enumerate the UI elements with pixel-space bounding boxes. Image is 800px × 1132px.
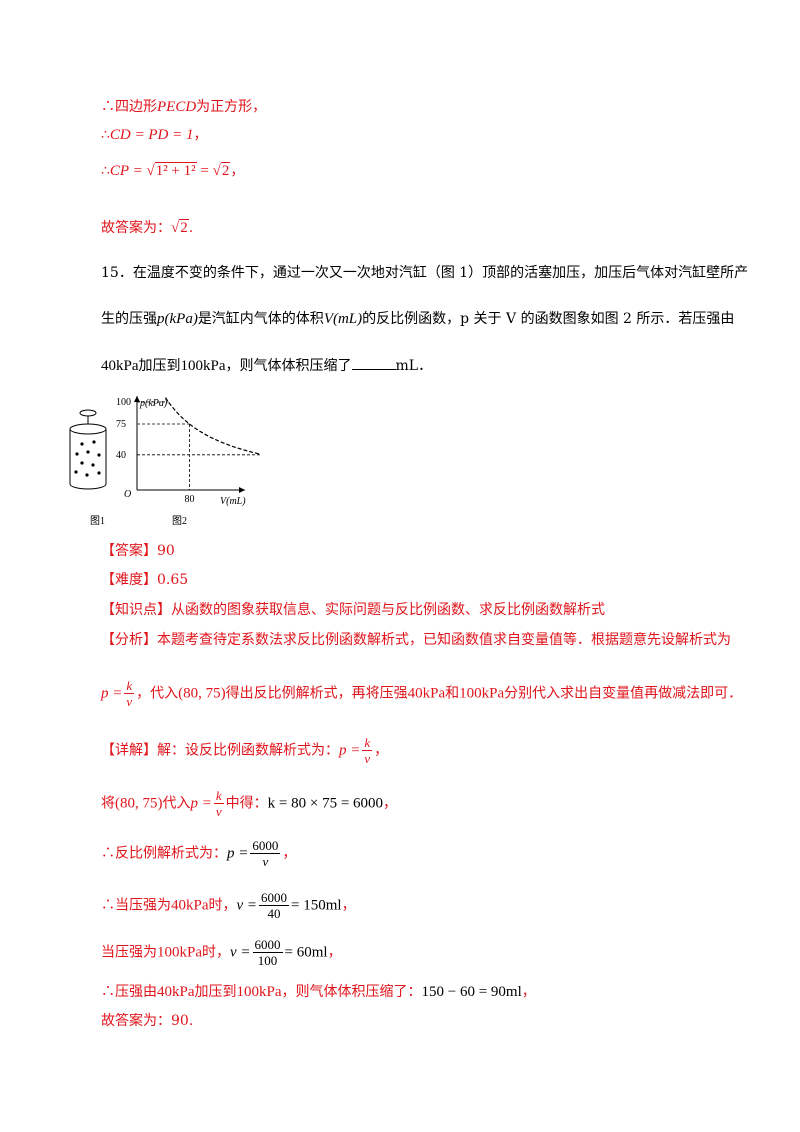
question-15-line-1: 15．在温度不变的条件下，通过一次又一次地对汽缸（图 1）顶部的活塞加压，加压后… [101,265,749,281]
y-tick-100: 100 [116,397,131,408]
detail-line-6: ∴压强由40kPa加压到100kPa，则气体体积压缩了：150 − 60 = 9… [101,984,536,1000]
figure: 100 75 40 80 p(kPa) V(mL) O 图1 图2 [60,392,269,536]
gas-particles [74,440,101,477]
figure-svg: 100 75 40 80 p(kPa) V(mL) O 图1 图2 [69,396,269,527]
origin-label: O [124,489,131,500]
cylinder-figure [69,409,107,490]
prev-line-2: ∴CD = PD = 1， [101,127,208,143]
x-axis-label: V(mL) [220,496,246,507]
answer-line: 【答案】90 [101,543,175,559]
inverse-curve [164,397,269,457]
question-15-line-2: 生的压强p(kPa)是汽缸内气体的体积V(mL)的反比例函数，p 关于 V 的函… [101,311,735,327]
x-axis-arrow [239,487,245,493]
analysis-line-1: 【分析】本题考查待定系数法求反比例函数解析式，已知函数值求自变量值等．根据题意先… [101,632,731,648]
chart-axes [136,396,245,491]
y-axis-arrow [134,396,140,402]
y-tick-40: 40 [116,450,126,461]
y-axis-label: p(kPa) [139,398,168,409]
difficulty-line: 【难度】0.65 [101,572,189,588]
y-tick-75: 75 [116,419,126,430]
figure-1-caption: 图1 [90,515,105,527]
prev-line-1: ∴四边形PECD为正方形， [101,99,267,115]
chart-layer: 100 75 40 80 [116,397,269,505]
prev-answer: 故答案为：√2. [101,219,194,236]
knowledge-line: 【知识点】从函数的图象获取信息、实际问题与反比例函数、求反比例函数解析式 [101,602,605,618]
prev-line-3: ∴CP = √1² + 1² = √2， [101,162,245,179]
x-tick-80: 80 [185,494,195,505]
answer-blank [351,355,396,370]
figure-2-caption: 图2 [172,515,187,527]
cylinder-top [69,423,107,435]
cylinder-bottom [69,483,107,490]
final-answer: 故答案为：90. [101,1013,194,1029]
piston-knob [79,409,97,417]
